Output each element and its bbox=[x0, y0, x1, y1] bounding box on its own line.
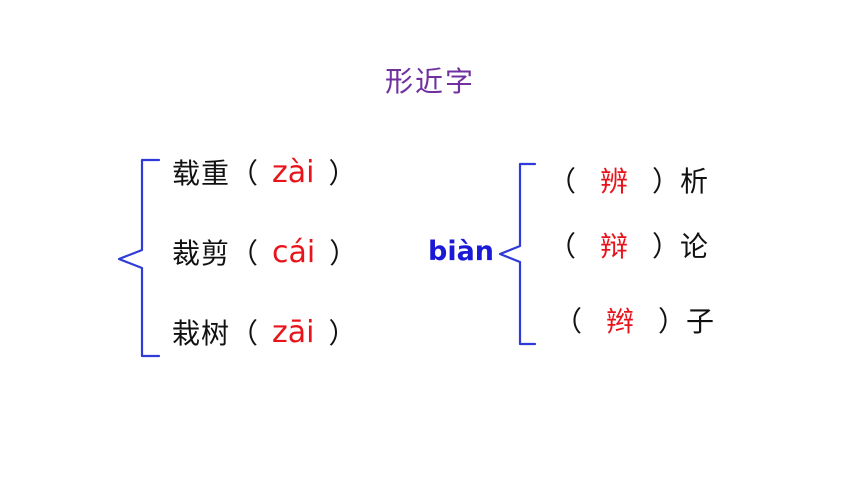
character-answer: 辨 bbox=[600, 165, 629, 198]
word-suffix: 论 bbox=[680, 230, 710, 263]
word-cai-jian: 裁剪 bbox=[172, 237, 231, 270]
pinyin-answer: zài bbox=[272, 154, 315, 190]
word-suffix: 析 bbox=[680, 165, 710, 198]
list-item: （ 辩 ） 论 bbox=[548, 225, 709, 265]
open-paren: （ bbox=[230, 157, 259, 190]
pinyin-answer: cái bbox=[272, 234, 316, 270]
close-paren: ） bbox=[329, 237, 358, 270]
character-answer: 辫 bbox=[606, 305, 635, 338]
close-paren: ） bbox=[652, 165, 681, 198]
open-paren: （ bbox=[548, 230, 577, 263]
list-item: 栽树 （ zāi ） bbox=[172, 312, 357, 352]
word-zai-zhong: 载重 bbox=[172, 157, 231, 190]
open-paren: （ bbox=[548, 165, 577, 198]
list-item: 裁剪 （ cái ） bbox=[172, 232, 357, 272]
shared-pinyin-label: biàn bbox=[428, 236, 495, 267]
word-zai-shu: 栽树 bbox=[172, 317, 231, 350]
character-answer: 辩 bbox=[600, 230, 629, 263]
close-paren: ） bbox=[328, 157, 357, 190]
page-title: 形近字 bbox=[384, 65, 475, 98]
open-paren: （ bbox=[230, 317, 259, 350]
close-paren: ） bbox=[328, 317, 357, 350]
open-paren: （ bbox=[230, 237, 259, 270]
pinyin-answer: zāi bbox=[272, 314, 315, 350]
list-item: （ 辨 ） 析 bbox=[548, 160, 709, 200]
close-paren: ） bbox=[652, 230, 681, 263]
left-brace bbox=[117, 158, 161, 358]
list-item: 载重 （ zài ） bbox=[172, 152, 357, 192]
right-brace bbox=[498, 162, 537, 346]
open-paren: （ bbox=[554, 305, 583, 338]
list-item: （ 辫 ） 子 bbox=[554, 300, 715, 340]
close-paren: ） bbox=[658, 305, 687, 338]
word-suffix: 子 bbox=[686, 305, 716, 338]
